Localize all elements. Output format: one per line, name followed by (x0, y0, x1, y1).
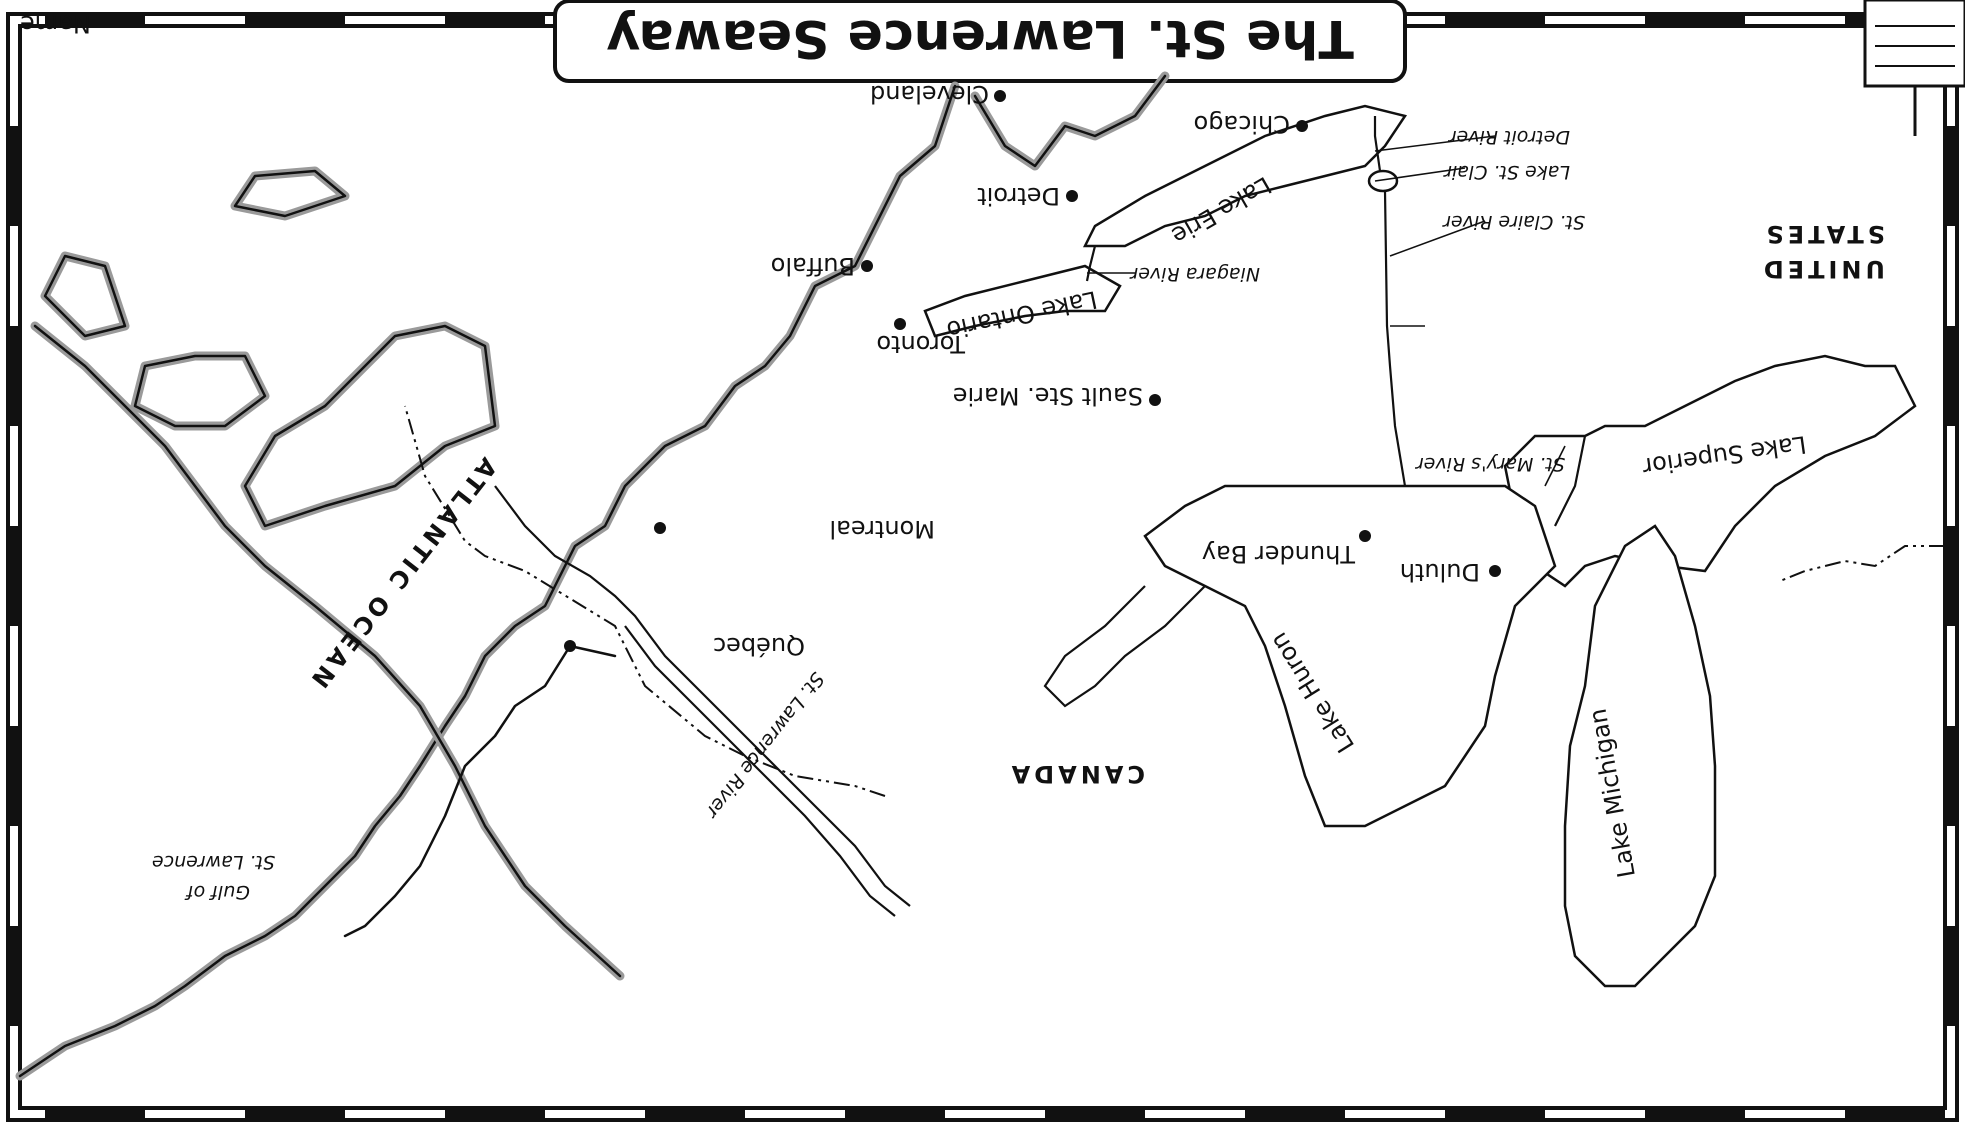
city-label-buffalo: Buffalo (771, 252, 855, 280)
city-dot-quebec (564, 640, 576, 652)
nova-scotia (243, 324, 497, 528)
st-lawrence-river-channel (494, 485, 911, 907)
st-claire-river (1383, 190, 1407, 487)
city-dot-detroit (1066, 190, 1078, 202)
map-title: The St. Lawrence Seaway (606, 8, 1354, 68)
country-label-usa-2: STATES (1762, 220, 1885, 248)
city-label-thunder-bay: Thunder Bay (1202, 540, 1356, 568)
city-dot-toronto (894, 318, 906, 330)
river-label-detroit: Detroit River (1448, 126, 1570, 148)
city-dot-cleveland (994, 90, 1006, 102)
country-label-usa-1: UNITED (1760, 255, 1885, 283)
city-label-cleveland: Cleveland (870, 80, 989, 108)
river-label-niagara: Niagara River (1129, 263, 1260, 285)
canada-us-border (404, 405, 1945, 797)
corner-ornament (1863, 0, 1965, 136)
niagara-river (1085, 245, 1097, 282)
ocean-label-atlantic: ATLANTIC OCEAN (303, 452, 502, 696)
city-dot-buffalo (861, 260, 873, 272)
atlantic-coastline (18, 84, 957, 1078)
river-label-st-marys: St. Mary's River (1415, 453, 1565, 475)
lake-label-st-clair: Lake St. Clair (1443, 161, 1570, 183)
city-dot-duluth (1489, 565, 1501, 577)
city-dot-montreal (654, 522, 666, 534)
lake-michigan (1563, 524, 1717, 988)
gulf-south-shore (33, 324, 622, 978)
city-label-toronto: Toronto (876, 330, 966, 358)
gulf-north-shore (343, 644, 617, 938)
james-bay-shore (973, 74, 1167, 168)
lake-st-clair (1367, 169, 1399, 193)
country-label-canada: CANADA (1008, 760, 1145, 788)
st-marys-river (1554, 435, 1587, 527)
city-dot-sault (1149, 394, 1161, 406)
anticosti-island (233, 169, 347, 218)
gulf-label-1: Gulf of (184, 881, 250, 903)
city-label-chicago: Chicago (1194, 110, 1290, 138)
island-pei (133, 354, 267, 428)
city-label-sault: Sault Ste. Marie (953, 382, 1143, 410)
city-label-montreal: Montreal (830, 515, 936, 543)
city-label-quebec: Québec (713, 632, 805, 660)
city-dot-chicago (1296, 120, 1308, 132)
detroit-river (1373, 116, 1382, 172)
name-label: Name (20, 10, 91, 38)
cape-breton (43, 254, 127, 338)
title-cartouche: The St. Lawrence Seaway (553, 0, 1407, 83)
city-label-duluth: Duluth (1400, 558, 1480, 586)
city-label-detroit: Detroit (977, 182, 1060, 210)
gulf-label-2: St. Lawrence (152, 851, 275, 873)
city-dot-thunder-bay (1359, 530, 1371, 542)
lake-huron (1143, 484, 1557, 828)
river-label-st-claire: St. Claire River (1442, 211, 1585, 233)
lake-erie (1082, 104, 1408, 248)
lake-ontario (923, 264, 1122, 338)
